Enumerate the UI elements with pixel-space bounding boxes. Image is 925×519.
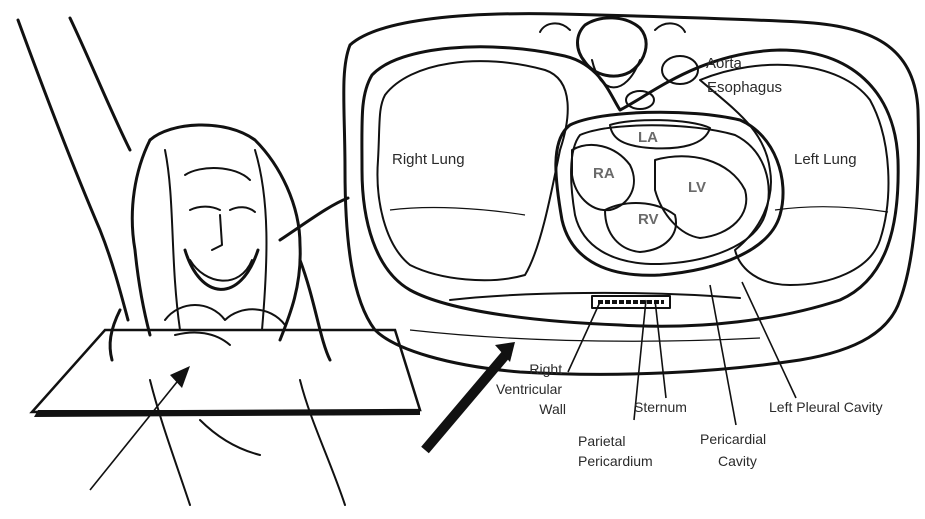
label-line: Pericardium	[578, 453, 653, 469]
label-line: Wall	[539, 401, 566, 417]
label-right-lung: Right Lung	[392, 151, 465, 168]
label-line: Right	[529, 361, 562, 377]
label-line: Ventricular	[496, 381, 562, 397]
label-left-pleural-cavity: Left Pleural Cavity	[769, 399, 883, 415]
label-line: Pericardial	[700, 431, 766, 447]
label-pericardial-cavity: Pericardial Cavity	[700, 431, 770, 469]
label-rv: RV	[638, 211, 659, 228]
label-lv: LV	[688, 179, 706, 196]
label-sternum: Sternum	[634, 399, 687, 415]
label-esophagus: Esophagus	[707, 79, 782, 96]
label-line: Cavity	[718, 453, 757, 469]
label-line: Parietal	[578, 433, 625, 449]
label-la: LA	[638, 129, 658, 146]
label-aorta: Aorta	[706, 55, 743, 72]
label-parietal-pericardium: Parietal Pericardium	[578, 433, 653, 469]
label-ra: RA	[593, 165, 615, 182]
label-left-lung: Left Lung	[794, 151, 857, 168]
patient-figure	[18, 18, 515, 505]
thorax-cross-section	[344, 14, 919, 375]
